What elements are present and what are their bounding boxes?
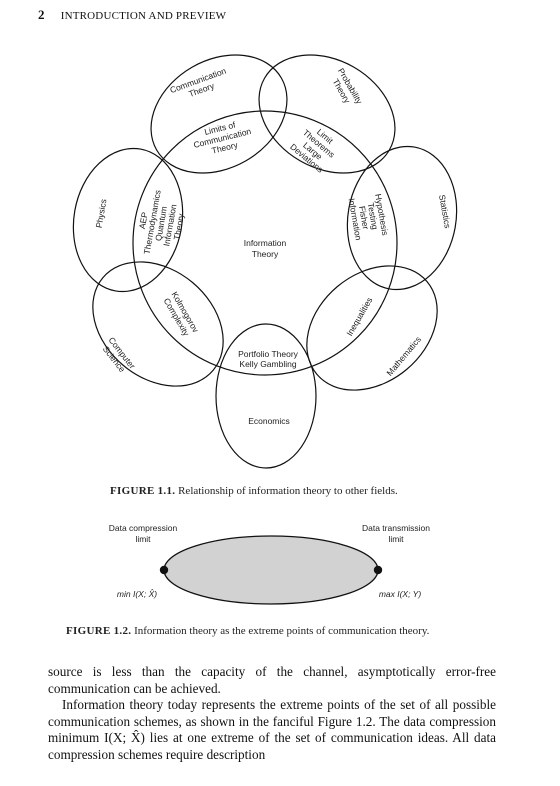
petal-communication	[150, 54, 288, 174]
petal-economics	[215, 323, 317, 469]
chapter-title: INTRODUCTION AND PREVIEW	[60, 10, 227, 22]
figure-1-1-label: FIGURE 1.1.	[110, 485, 176, 497]
communication-set-ellipse	[163, 535, 379, 605]
label-inequalities: Inequalities	[344, 295, 374, 337]
label-probability: ProbabilityTheory	[327, 66, 365, 111]
label-communication: CommunicationTheory	[168, 65, 231, 104]
page-number: 2	[38, 7, 45, 22]
label-statistics: Statistics	[437, 194, 453, 229]
petal-probability	[258, 54, 396, 174]
label-aep: AEPThermodynamicsQuantumInformationTheor…	[133, 188, 190, 260]
label-limit-theorems: LimitTheoremsLargeDeviations	[288, 120, 343, 175]
figure-1-2-label: FIGURE 1.2.	[66, 625, 132, 637]
figure-1-2-caption-text: Information theory as the extreme points…	[134, 625, 430, 637]
label-computer-science: ComputerScience	[99, 335, 138, 377]
paragraph-2: Information theory today represents the …	[48, 697, 496, 762]
left-extreme-point	[159, 565, 169, 575]
right-extreme-point	[373, 565, 383, 575]
figure-1-1-caption-text: Relationship of information theory to ot…	[178, 485, 398, 497]
body-text: source is less than the capacity of the …	[48, 664, 496, 764]
label-min-mutual-info: min I(X; X̂)	[117, 589, 157, 599]
figure-1-1-caption: FIGURE 1.1. Relationship of information …	[110, 485, 398, 497]
figure-1-1-diagram	[72, 54, 458, 469]
running-head: 2 INTRODUCTION AND PREVIEW	[38, 7, 226, 23]
figure-1-2-caption: FIGURE 1.2. Information theory as the ex…	[66, 625, 429, 637]
label-max-mutual-info: max I(X; Y)	[379, 589, 422, 599]
paragraph-1: source is less than the capacity of the …	[48, 664, 496, 696]
label-physics: Physics	[94, 198, 109, 229]
label-economics: Economics	[248, 416, 290, 426]
petal-statistics	[346, 145, 458, 291]
label-kolmogorov: KolmogorovComplexity	[161, 290, 201, 340]
petal-mathematics	[306, 265, 438, 391]
figure-1-2-diagram	[159, 535, 383, 605]
label-limits: Limits ofCommunicationTheory	[190, 116, 255, 159]
petal-computer-science	[92, 261, 224, 387]
center-circle	[132, 110, 398, 376]
label-hypothesis: HypothesisTestingFisherInformation	[347, 193, 391, 242]
petal-physics	[72, 147, 184, 293]
